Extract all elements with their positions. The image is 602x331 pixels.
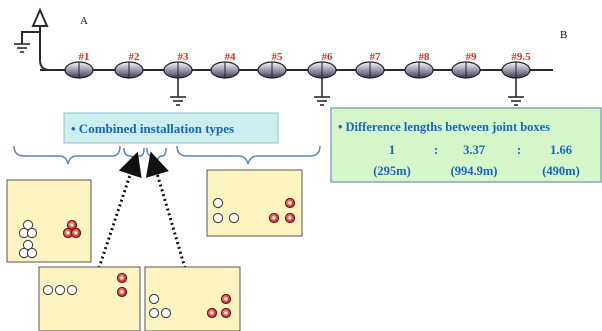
conductor-core <box>70 223 74 227</box>
conductor-white <box>22 239 34 251</box>
conductor-white <box>228 212 240 224</box>
length-1: (295m) <box>373 164 411 178</box>
riser-line <box>39 26 66 71</box>
conductor-white <box>22 219 34 231</box>
ground-icon-a <box>14 43 30 53</box>
ratio-separator-2: : <box>517 143 521 157</box>
joint-label: #5 <box>272 51 284 63</box>
conductor-core <box>120 290 124 294</box>
conductor-core <box>210 311 214 315</box>
ratio-separator-1: : <box>434 143 438 157</box>
joint-label: #6 <box>322 51 334 63</box>
ratio-value-1: 1 <box>389 143 395 157</box>
ratio-value-2: 3.37 <box>463 143 485 157</box>
joint-label: #4 <box>225 51 237 63</box>
conductor-white <box>212 212 224 224</box>
joint-label: #1 <box>79 51 90 63</box>
joint-label: #8 <box>419 51 431 63</box>
joint-5: #5 <box>257 51 287 79</box>
braces <box>13 145 321 165</box>
ground-icon <box>170 78 186 106</box>
brace-right <box>176 145 321 165</box>
joint-label: #7 <box>370 51 382 63</box>
brace-left <box>13 145 121 165</box>
conductor-core <box>288 201 292 205</box>
joint-7: #7 <box>355 51 385 79</box>
joint-label: #3 <box>178 51 190 63</box>
joint-8: #8 <box>404 51 434 79</box>
difference-lengths-title: • Difference lengths between joint boxes <box>338 120 550 134</box>
conductor-core <box>288 216 292 220</box>
conductor-core <box>272 216 276 220</box>
ground-a-wire <box>21 31 40 44</box>
joint-1: #1 <box>64 51 94 79</box>
joint-4: #4 <box>210 51 240 79</box>
endpoint-b-label: B <box>560 29 567 41</box>
joint-9: #9 <box>451 51 481 79</box>
ground-icon <box>314 78 330 106</box>
combined-installation-box: • Combined installation types <box>63 112 279 144</box>
conductor-white <box>148 293 160 305</box>
brace-mid-2 <box>146 147 167 163</box>
conductor-white <box>26 227 38 239</box>
conductor-core <box>66 231 70 235</box>
endpoint-a-label: A <box>80 15 88 27</box>
brace-mid-1 <box>123 147 145 163</box>
conductor-white <box>42 284 54 296</box>
length-2: (994.9m) <box>451 164 498 178</box>
conductor-core <box>224 311 228 315</box>
panel-left-tall <box>6 179 92 263</box>
conductor-core <box>120 276 124 280</box>
joints-layer: #1 #2 #3 #4 #5 #6 #7 #8 #9 #9.5 <box>64 51 531 106</box>
panel-bottom-middle <box>144 266 241 331</box>
conductor-white <box>54 284 66 296</box>
joint-3: #3 <box>163 51 193 106</box>
joint-label: #2 <box>129 51 141 63</box>
ground-icon <box>508 78 524 106</box>
ratio-value-3: 1.66 <box>550 143 572 157</box>
conductor-white <box>160 307 172 319</box>
conductor-core <box>224 297 228 301</box>
joint-label: #9 <box>466 51 478 63</box>
joint-6: #6 <box>307 51 337 106</box>
joint-2: #2 <box>114 51 144 79</box>
conductor-white <box>212 197 224 209</box>
conductor-white <box>66 284 78 296</box>
conductor-core <box>74 231 78 235</box>
dotted-arrow-right <box>145 151 187 269</box>
antenna-triangle <box>31 7 49 27</box>
panel-bottom-left <box>38 266 141 331</box>
joint-label: #9.5 <box>511 51 531 63</box>
conductor-white <box>148 307 160 319</box>
difference-lengths-box: • Difference lengths between joint boxes… <box>330 107 602 183</box>
length-3: (490m) <box>542 164 580 178</box>
endpoint-a: A <box>14 7 88 71</box>
joint-9-5: #9.5 <box>501 51 531 106</box>
conductor-white <box>26 247 38 259</box>
panel-right <box>206 169 303 237</box>
combined-installation-text: • Combined installation types <box>71 121 234 136</box>
dotted-arrow-left <box>97 151 142 269</box>
